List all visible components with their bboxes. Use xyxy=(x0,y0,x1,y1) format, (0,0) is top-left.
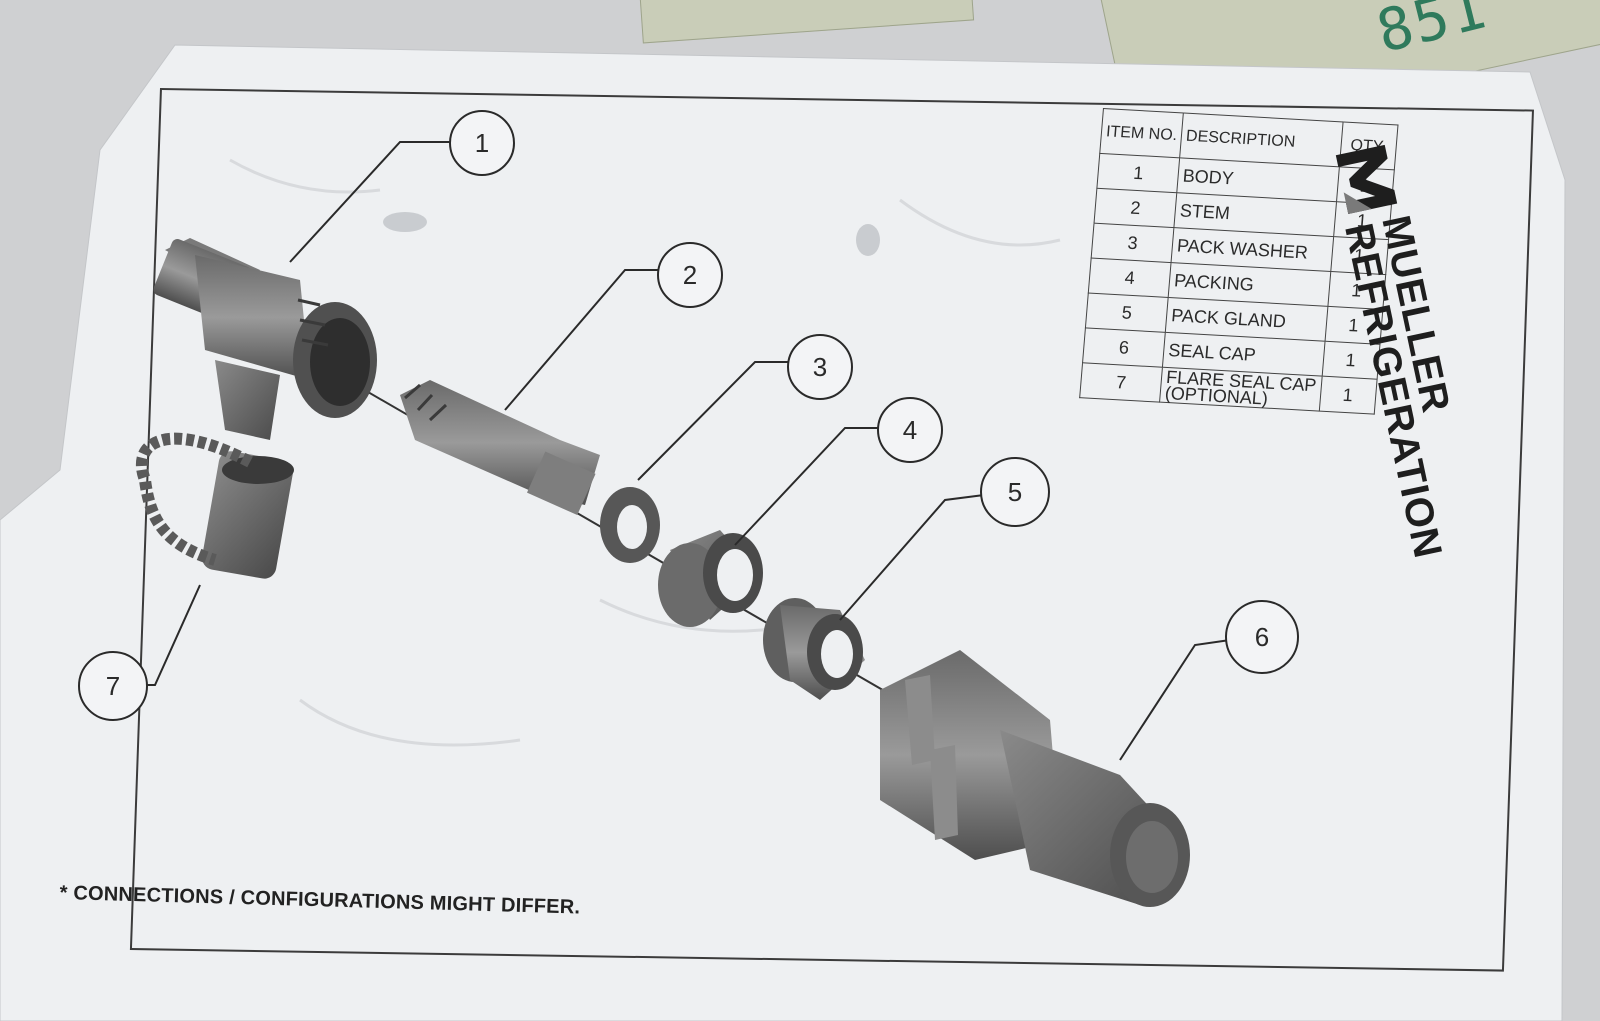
callout-5: 5 xyxy=(980,457,1050,527)
row-item-no: 4 xyxy=(1088,258,1172,298)
callout-3: 3 xyxy=(787,334,853,400)
mueller-m-logo-icon xyxy=(1335,144,1398,214)
brand-block: MUELLER REFRIGERATION xyxy=(1324,140,1485,563)
row-item-no: 1 xyxy=(1096,153,1180,193)
callout-6: 6 xyxy=(1225,600,1299,674)
row-item-no: 5 xyxy=(1085,292,1169,333)
callout-2-label: 2 xyxy=(683,260,697,290)
row-item-no: 3 xyxy=(1091,223,1175,263)
part-pack-washer-shape xyxy=(600,487,660,563)
callout-3-label: 3 xyxy=(813,352,827,382)
callout-leaders xyxy=(133,141,1231,761)
callout-7: 7 xyxy=(78,651,148,721)
callout-4: 4 xyxy=(877,397,943,463)
paper-hole xyxy=(383,212,427,232)
callout-1-label: 1 xyxy=(475,128,489,158)
part-body-shape xyxy=(153,238,377,440)
part-stem-shape xyxy=(400,380,600,516)
callout-6-label: 6 xyxy=(1255,622,1269,652)
bead-chain xyxy=(135,432,253,566)
row-item-no: 2 xyxy=(1094,188,1177,228)
callout-5-label: 5 xyxy=(1008,477,1022,507)
part-seal-cap-shape xyxy=(880,650,1190,907)
paper-hole xyxy=(856,224,880,256)
row-item-no: 6 xyxy=(1082,327,1166,368)
part-packing-shape xyxy=(658,530,763,627)
part-flare-seal-cap-shape xyxy=(135,432,294,579)
row-item-no: 7 xyxy=(1079,362,1163,403)
part-pack-gland-shape xyxy=(763,598,865,700)
callout-4-label: 4 xyxy=(903,415,917,445)
header-item-no: ITEM NO. xyxy=(1099,108,1184,158)
callout-7-label: 7 xyxy=(106,671,120,701)
callout-2: 2 xyxy=(657,242,723,308)
callout-1: 1 xyxy=(449,110,515,176)
